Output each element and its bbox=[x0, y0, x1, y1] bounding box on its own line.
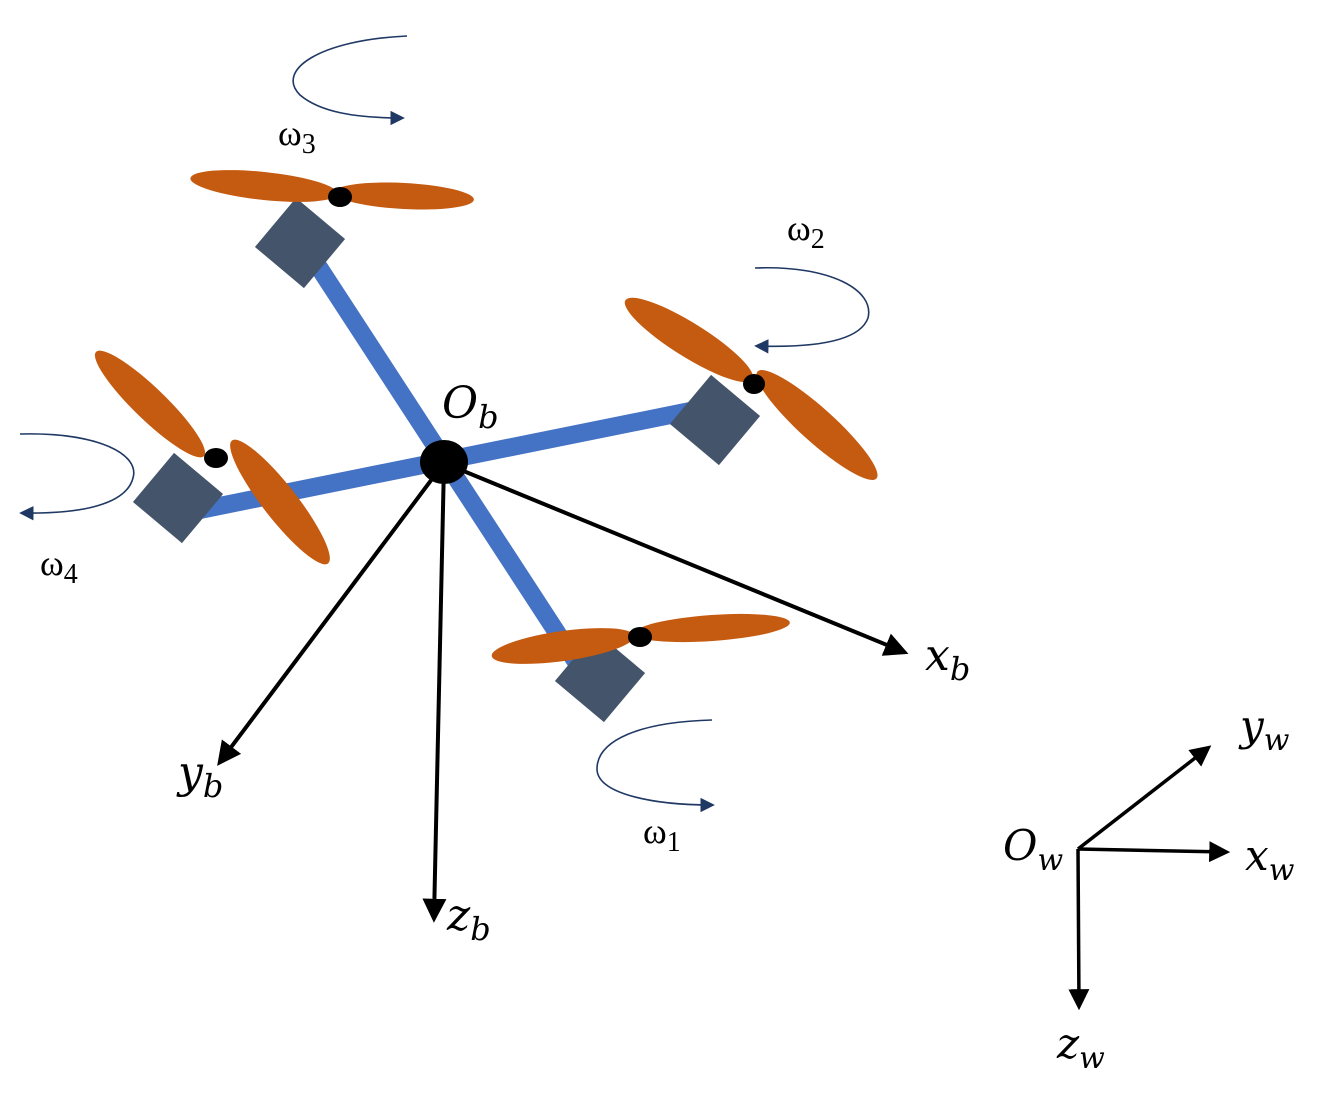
rotation-arrows bbox=[19, 35, 870, 813]
rotation-arrow-1 bbox=[596, 719, 715, 813]
body-origin-dot bbox=[420, 440, 468, 484]
body-x-axis-label: xb bbox=[925, 630, 970, 688]
hub-2 bbox=[743, 374, 765, 394]
world-x-axis-arrow bbox=[1077, 841, 1231, 863]
motor-3 bbox=[254, 197, 346, 289]
hub-4 bbox=[204, 448, 228, 468]
propeller-4 bbox=[94, 350, 330, 565]
propeller-hubs bbox=[204, 187, 765, 647]
world-origin-label: Ow bbox=[1003, 821, 1063, 878]
world-x-axis-label: xw bbox=[1245, 831, 1295, 888]
world-z-axis-label: zw bbox=[1056, 1019, 1105, 1076]
propeller-2 bbox=[624, 297, 878, 481]
propeller-3 bbox=[190, 170, 474, 210]
body-y-axis-label: yb bbox=[176, 747, 223, 805]
omega-3-label: ω3 bbox=[278, 113, 316, 160]
body-x-axis-arrow bbox=[443, 461, 909, 656]
world-frame-axes bbox=[1068, 745, 1231, 1011]
body-frame-axes bbox=[217, 440, 909, 923]
body-y-axis-arrow bbox=[217, 461, 446, 766]
motor-4 bbox=[132, 452, 224, 544]
propellers bbox=[94, 170, 878, 664]
body-z-axis-label: zb bbox=[446, 890, 491, 948]
world-z-axis-arrow bbox=[1068, 848, 1090, 1011]
motor-2 bbox=[669, 374, 761, 466]
body-origin-label: Ob bbox=[442, 378, 499, 436]
hub-3 bbox=[328, 187, 352, 207]
omega-4-label: ω4 bbox=[40, 543, 78, 590]
world-y-axis-label: yw bbox=[1238, 701, 1290, 758]
world-y-axis-arrow bbox=[1076, 745, 1212, 851]
rotation-arrow-3 bbox=[292, 35, 408, 126]
rotation-arrow-2 bbox=[754, 266, 870, 354]
omega-1-label: ω1 bbox=[643, 811, 681, 858]
omega-2-label: ω2 bbox=[787, 208, 825, 255]
rotation-arrow-4 bbox=[19, 433, 135, 521]
motors bbox=[132, 197, 761, 723]
hub-1 bbox=[628, 627, 652, 647]
propeller-1 bbox=[491, 613, 790, 664]
body-z-axis-arrow bbox=[422, 462, 447, 923]
